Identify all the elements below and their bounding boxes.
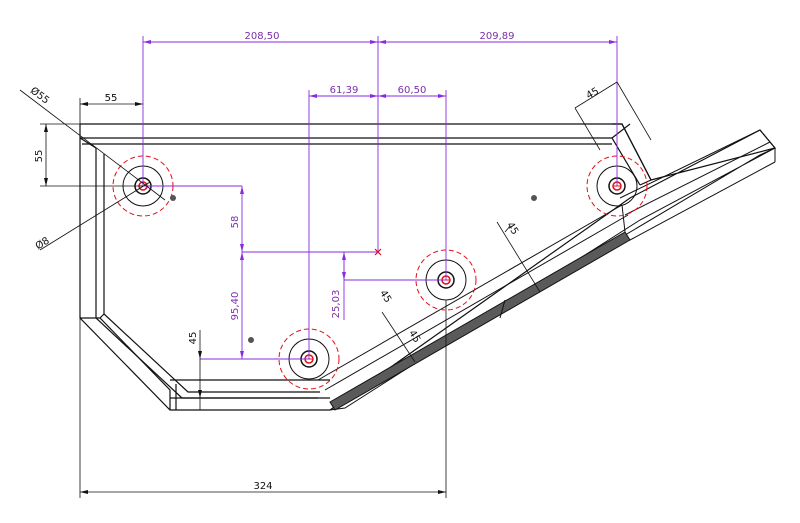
- dim-top-55: 55: [105, 93, 118, 104]
- dim-left-45: 45: [188, 332, 199, 345]
- dim-angled-45-corner: 45: [584, 86, 601, 102]
- dimension-lines-black: [19, 81, 652, 498]
- part-outline: [79, 123, 777, 411]
- dim-second-left: 61,39: [330, 85, 359, 96]
- dim-vertical-2503: 25,03: [331, 290, 342, 319]
- dim-overall-324: 324: [253, 481, 272, 492]
- dimension-lines-purple: [142, 36, 618, 360]
- dim-diameter-55: Ø55: [28, 85, 52, 107]
- dimension-arrows-black: [44, 102, 446, 494]
- diagonal-tube: [317, 129, 776, 411]
- dimension-arrows-purple: [143, 40, 617, 359]
- dim-vertical-58: 58: [230, 216, 241, 229]
- dim-angled-45-mid: 45: [377, 288, 393, 305]
- dim-vertical-9540: 95,40: [230, 292, 241, 321]
- dim-angled-45-low: 45: [406, 328, 422, 345]
- dim-side-55: 55: [34, 150, 45, 163]
- hole-top-right: [531, 155, 648, 217]
- dim-angled-45-right: 45: [504, 220, 520, 237]
- dim-diameter-8: Ø8: [33, 235, 51, 253]
- dim-top-left: 208,50: [245, 31, 280, 42]
- dim-top-right: 209,89: [480, 31, 515, 42]
- dim-second-right: 60,50: [398, 85, 427, 96]
